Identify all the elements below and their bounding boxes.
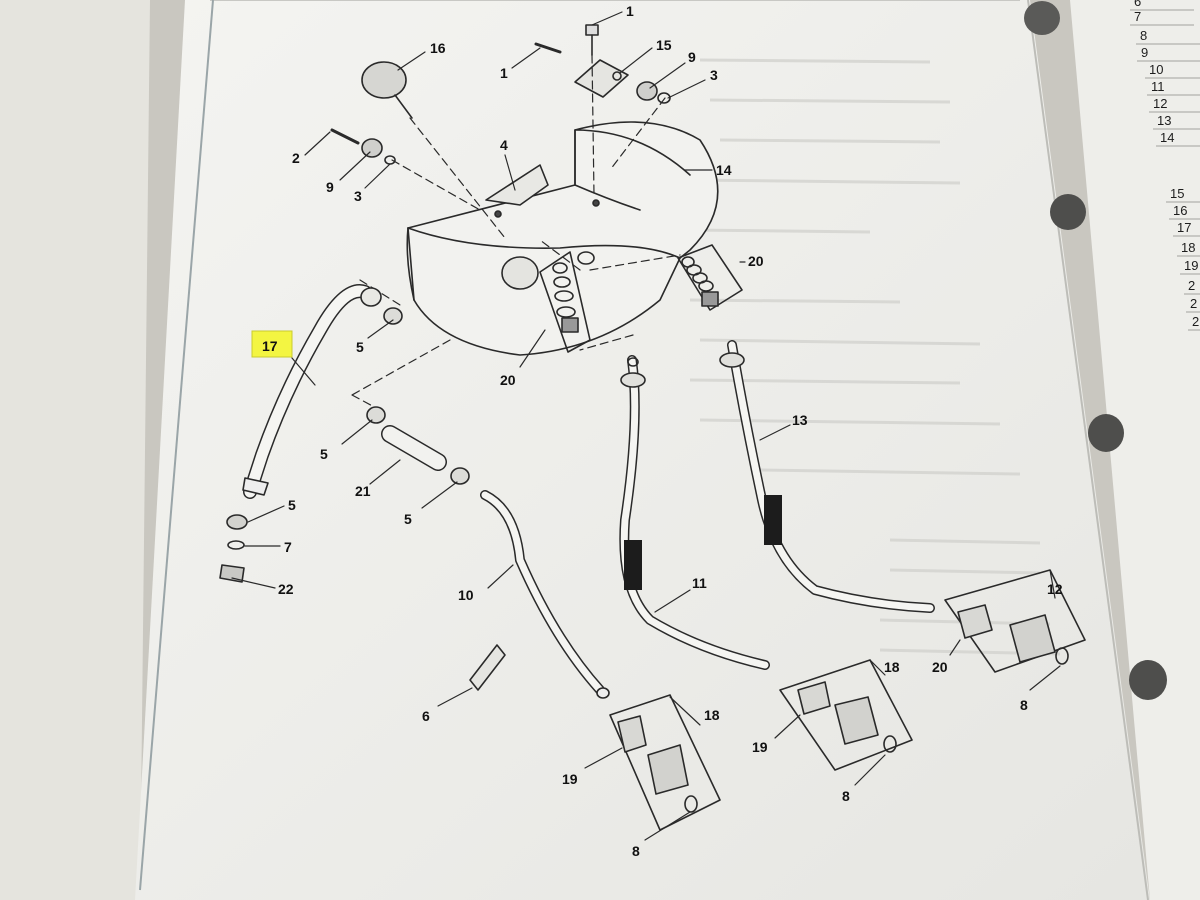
page-margin-line [139, 0, 214, 891]
side-list-number: 19 [1184, 258, 1198, 273]
callout-13: 13 [792, 412, 808, 428]
callout-11: 11 [692, 575, 707, 591]
hose-21 [366, 406, 470, 485]
hose-13 [719, 340, 935, 613]
clip-6 [469, 644, 506, 691]
o-ring-set-right [677, 244, 743, 311]
callout-leaders [231, 11, 1061, 841]
callout-20: 20 [932, 659, 948, 675]
callout-8: 8 [632, 843, 640, 859]
callout-3: 3 [354, 188, 362, 204]
callout-2: 2 [292, 150, 300, 166]
fitting-group-18b [609, 694, 721, 831]
callout-1: 1 [500, 65, 508, 81]
callout-19: 19 [562, 771, 578, 787]
callout-12: 12 [1047, 581, 1063, 597]
hose-10 [480, 490, 610, 699]
callout-3: 3 [710, 67, 718, 83]
callout-4: 4 [500, 137, 508, 153]
side-list-number: 15 [1170, 186, 1184, 201]
callout-16: 16 [430, 40, 446, 56]
side-list-number: 2 [1190, 296, 1197, 311]
filler-cap-16 [361, 61, 413, 119]
callout-5: 5 [404, 511, 412, 527]
exploded-view-drawing [219, 11, 1086, 841]
callout-15: 15 [656, 37, 672, 53]
clamp-5 [383, 307, 403, 325]
side-list-number: 13 [1157, 113, 1171, 128]
side-list-number: 14 [1160, 130, 1174, 145]
binder-hole [1088, 414, 1124, 452]
callout-14: 14 [716, 162, 732, 178]
side-list-number: 2 [1192, 314, 1199, 329]
binder-hole [1129, 660, 1167, 700]
side-list-number: 8 [1140, 28, 1147, 43]
o-ring-set-left [539, 251, 595, 353]
callout-6: 6 [422, 708, 430, 724]
top-hardware [330, 24, 671, 165]
side-list-number: 17 [1177, 220, 1191, 235]
side-list-number: 9 [1141, 45, 1148, 60]
callout-22: 22 [278, 581, 294, 597]
binder-hole [1024, 1, 1060, 35]
side-list-number: 11 [1151, 79, 1165, 94]
callout-18: 18 [704, 707, 720, 723]
fitting-group-12 [944, 569, 1086, 673]
callout-5: 5 [288, 497, 296, 513]
callout-5: 5 [356, 339, 364, 355]
callout-labels: 16 1 1 15 9 3 2 9 3 4 14 20 20 17 5 5 5 … [262, 3, 1063, 859]
side-list-number: 6 [1134, 0, 1141, 9]
binder-hole [1050, 194, 1086, 230]
callout-1: 1 [626, 3, 634, 19]
side-list-number: 18 [1181, 240, 1195, 255]
right-page-edge [1070, 0, 1200, 900]
manual-page [135, 0, 1150, 900]
side-list-number: 12 [1153, 96, 1167, 111]
callout-19: 19 [752, 739, 768, 755]
adjacent-page-list: 67 8 910 11 12 13 14 15 16 17 18 19 2 2 2 [1130, 0, 1200, 331]
callout-21: 21 [355, 483, 371, 499]
side-list-number: 7 [1134, 9, 1141, 24]
callout-20: 20 [500, 372, 516, 388]
callout-9: 9 [326, 179, 334, 195]
hose-17 [242, 284, 403, 499]
callout-8: 8 [1020, 697, 1028, 713]
mount-bracket [485, 164, 549, 206]
callout-5: 5 [320, 446, 328, 462]
hose-11 [619, 355, 770, 670]
drain-fittings [219, 514, 248, 583]
callout-9: 9 [688, 49, 696, 65]
bracket-15 [574, 59, 629, 98]
callout-17: 17 [262, 338, 278, 354]
callout-20: 20 [748, 253, 764, 269]
callout-8: 8 [842, 788, 850, 804]
left-page-edge [0, 0, 150, 900]
callout-10: 10 [458, 587, 474, 603]
side-list-number: 16 [1173, 203, 1187, 218]
callout-7: 7 [284, 539, 292, 555]
side-list-number: 10 [1149, 62, 1163, 77]
side-list-number: 2 [1188, 278, 1195, 293]
callout-18: 18 [884, 659, 900, 675]
fitting-group-18a [779, 659, 913, 771]
callout-highlight [251, 330, 293, 358]
